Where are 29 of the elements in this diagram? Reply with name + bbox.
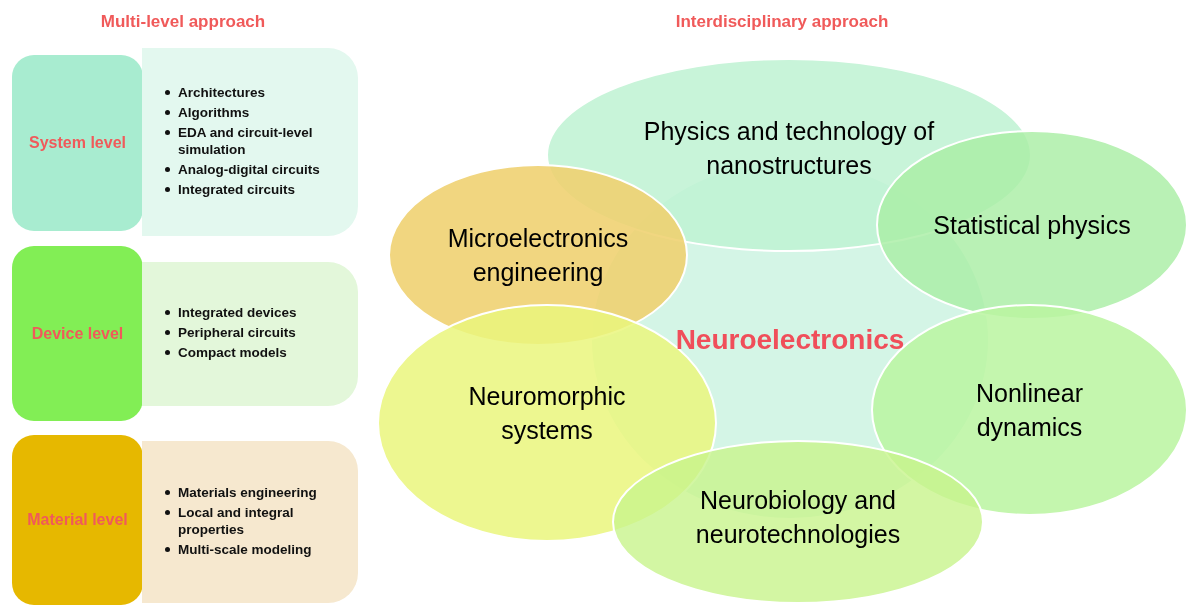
- level-label: System level: [29, 134, 126, 152]
- level-box: [12, 246, 143, 421]
- bullet-item: Algorithms: [178, 104, 250, 120]
- discipline-label: Physics and technology of nanostructures: [642, 116, 936, 181]
- bullet-item: Peripheral circuits: [178, 325, 296, 340]
- topic-list-panel: [142, 441, 358, 603]
- bullet-item: Integrated circuits: [178, 181, 296, 197]
- section-heading: Multi-level approach: [100, 12, 266, 32]
- discipline-label: Statistical physics: [933, 210, 1131, 241]
- bullet-item: Compact models: [178, 345, 287, 360]
- bullet-item: Analog-digital circuits: [178, 161, 320, 177]
- discipline-label: Neuromorphic systems: [467, 381, 627, 446]
- bullet-item: Multi-scale modeling: [178, 541, 312, 557]
- bullet-item: Integrated devices: [178, 305, 297, 320]
- level-box: [12, 435, 143, 605]
- discipline-label: Nonlinear dynamics: [975, 378, 1084, 443]
- bullet-item: EDA and circuit-level simulation: [178, 124, 313, 157]
- bullet-item: Architectures: [178, 84, 266, 100]
- discipline-label: Microelectronics engineering: [446, 223, 630, 288]
- topic-list-panel: [142, 262, 358, 406]
- bullet-item: Materials engineering: [178, 484, 317, 500]
- discipline-label: Neurobiology and neurotechnologies: [694, 485, 902, 550]
- section-heading: Interdisciplinary approach: [675, 12, 889, 32]
- level-label: Material level: [27, 511, 128, 529]
- central-label: Neuroelectronics: [675, 323, 905, 357]
- bullet-item: Local and integral properties: [178, 504, 294, 537]
- topic-list-panel: [142, 48, 358, 236]
- level-box: [12, 55, 143, 231]
- level-label: Device level: [31, 324, 124, 343]
